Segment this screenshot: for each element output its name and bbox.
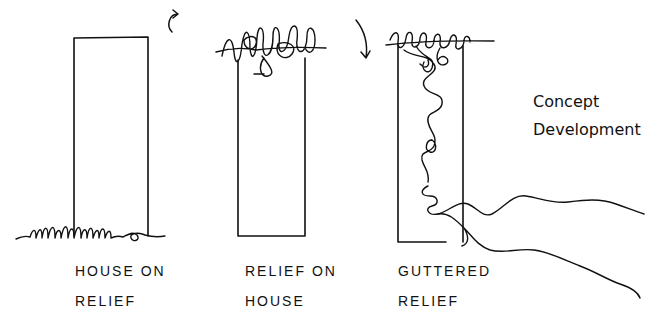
diagram-title: Concept Development xyxy=(533,88,658,144)
runoff-line xyxy=(422,186,644,215)
relief-scribble xyxy=(216,26,326,76)
rotate-arrow xyxy=(169,10,178,32)
sketch-caption: GUTTERED RELIEF xyxy=(398,256,508,316)
sequence-arrow xyxy=(356,20,370,58)
house-outline xyxy=(238,58,305,236)
relief-ground-line xyxy=(16,227,165,241)
sketch-caption: RELIEF ON HOUSE xyxy=(245,256,355,316)
sketch-caption: HOUSE ON RELIEF xyxy=(75,256,185,316)
gutter-scribble xyxy=(386,32,494,182)
house-outline xyxy=(74,37,148,236)
runoff-line xyxy=(438,214,640,298)
